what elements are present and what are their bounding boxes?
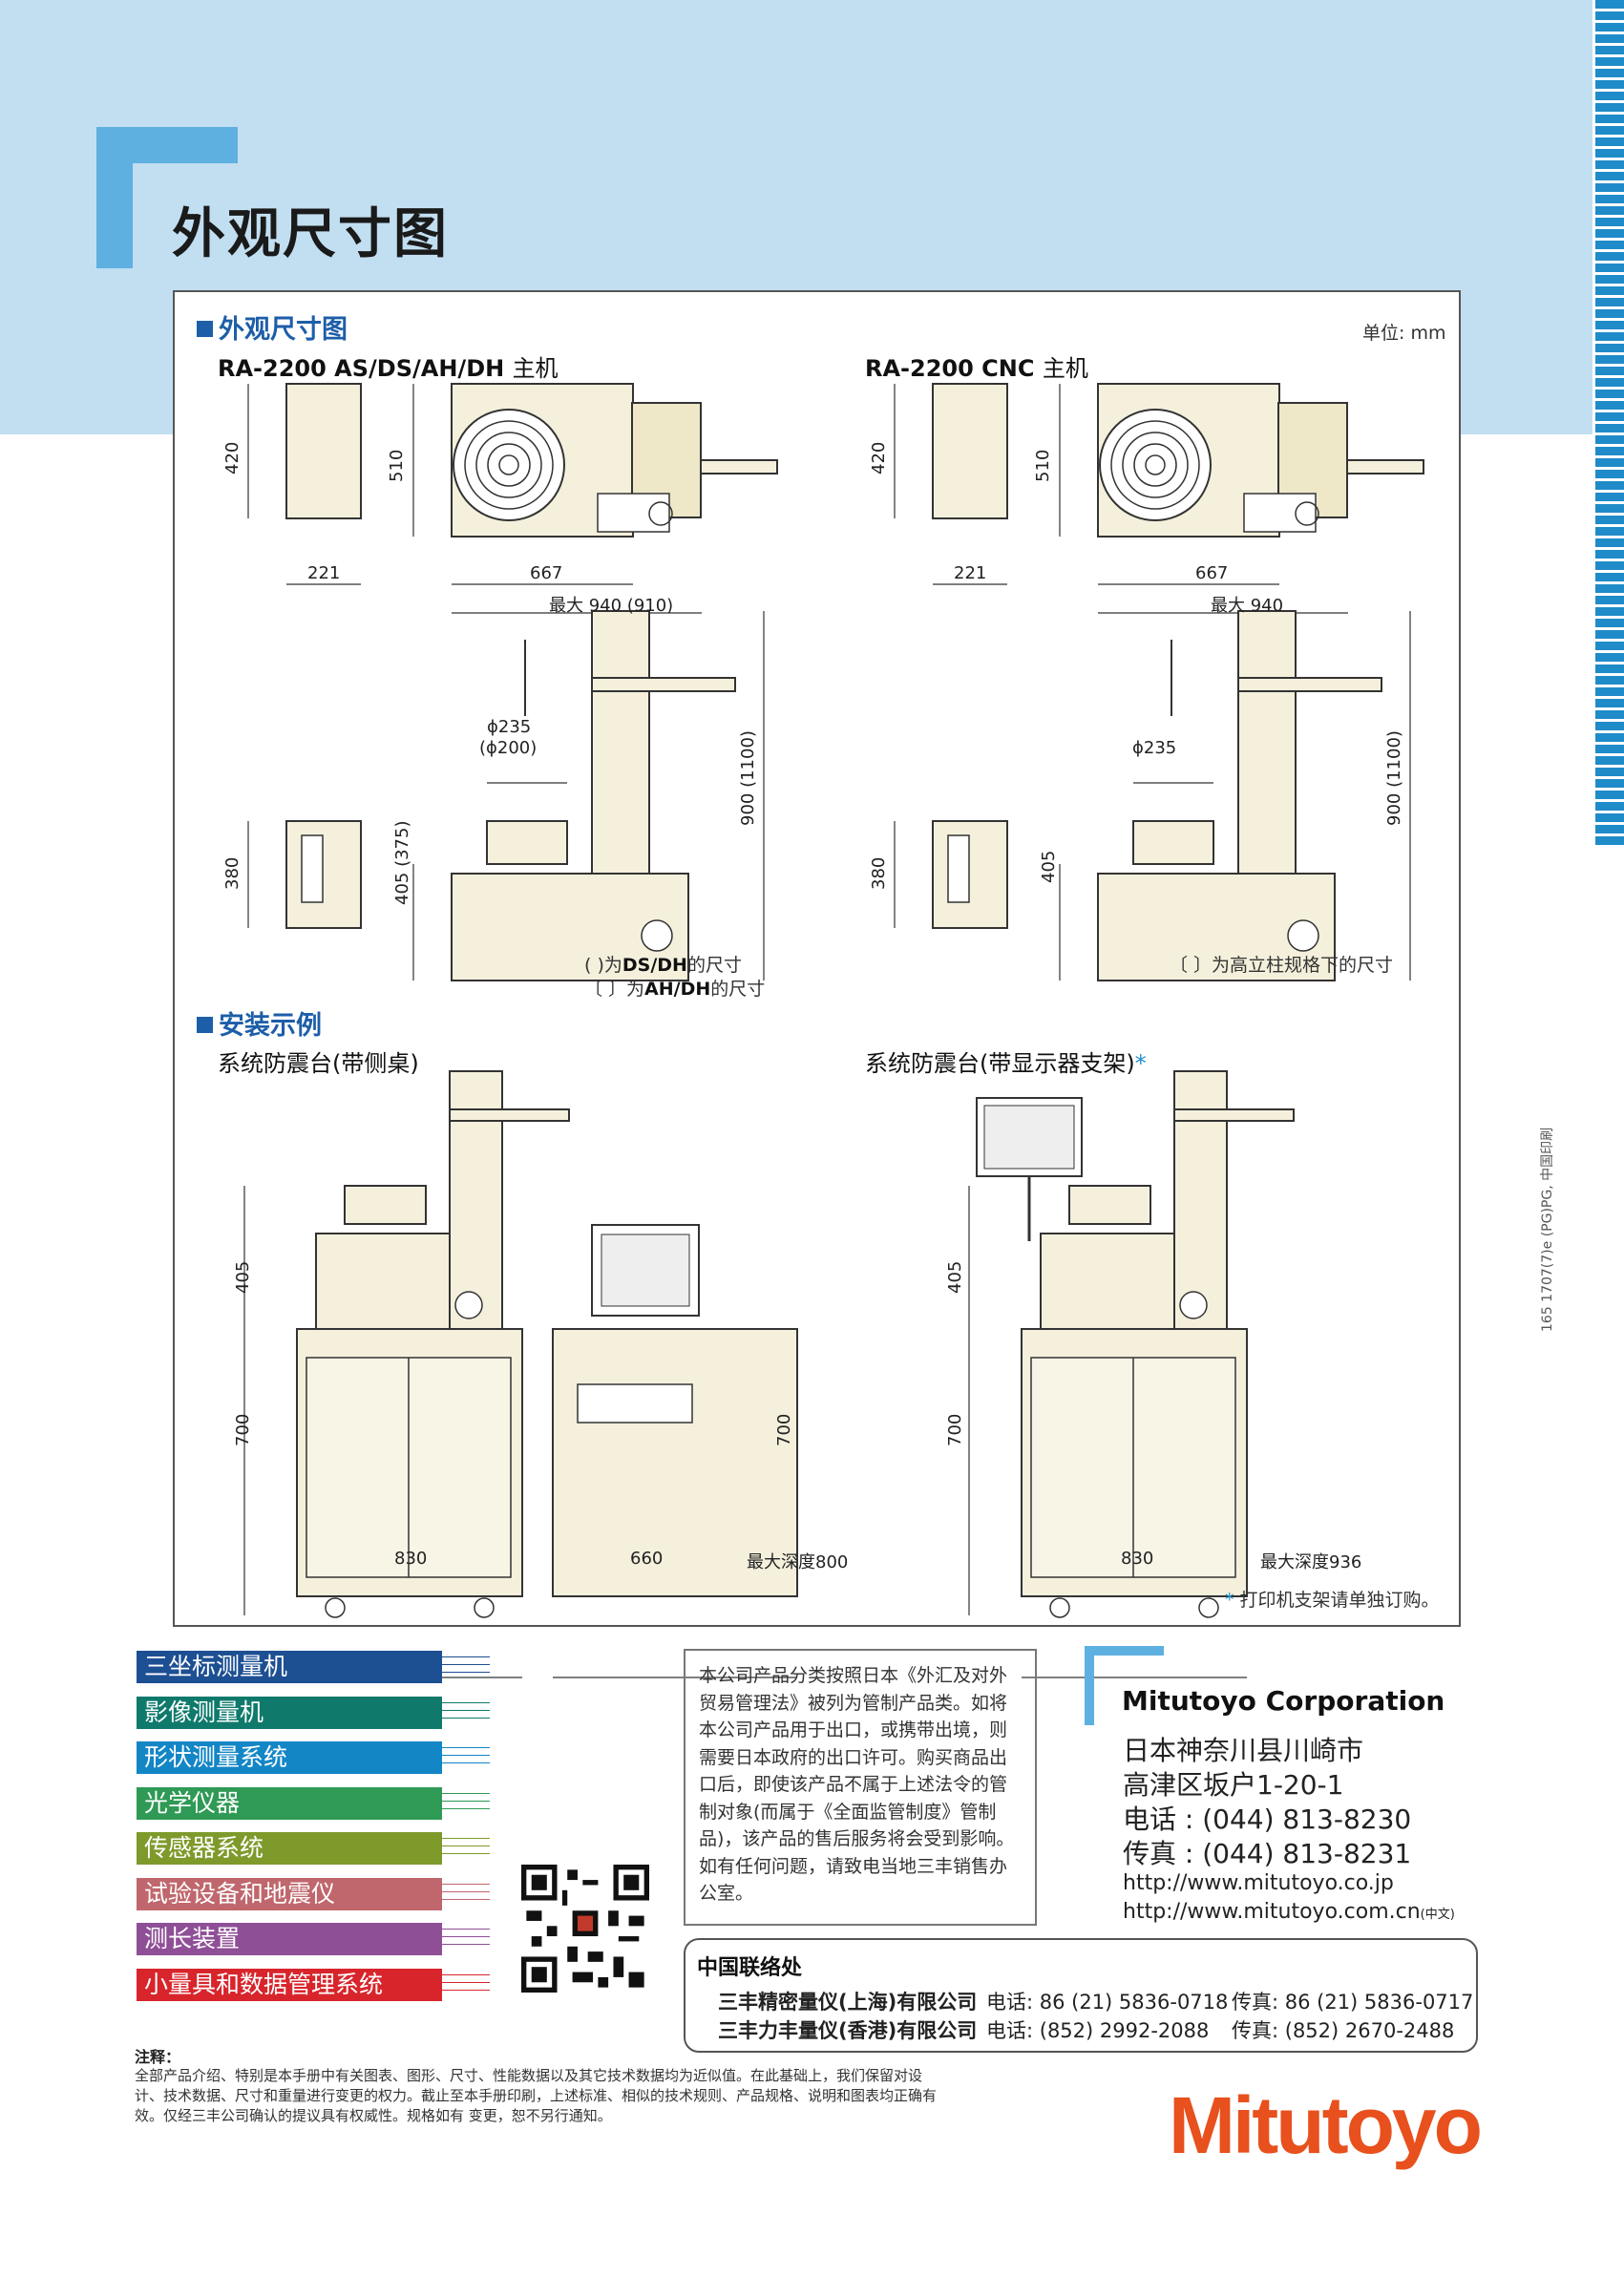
category-lines xyxy=(442,1883,490,1916)
dim-install-h2: 700 xyxy=(233,1413,253,1446)
dim-side-width: 221 xyxy=(954,563,987,583)
dim-unit-height: 380 xyxy=(869,856,889,890)
dim-install-w2: 660 xyxy=(630,1549,664,1569)
category-lines xyxy=(442,1656,490,1689)
china-fax-2: 传真: (852) 2670-2488 xyxy=(1232,2019,1455,2042)
mitutoyo-logo: Mitutoyo xyxy=(1169,2080,1483,2170)
dim-install-w1: 830 xyxy=(1121,1549,1154,1569)
unit-label: 单位: mm xyxy=(1362,323,1446,344)
footnote-title: 注释： xyxy=(135,2048,181,2066)
export-control-notice: 本公司产品分类按照日本《外汇及对外贸易管理法》被列为管制产品类。如将本公司产品用… xyxy=(684,1649,1037,1926)
category-lines xyxy=(442,1701,490,1735)
category-item[interactable]: 试验设备和地震仪 xyxy=(137,1877,442,1910)
print-code: 165 1707(7)e (PG)PG, 中国印刷 xyxy=(1540,1127,1555,1332)
footnote-text: 全部产品介绍、特别是本手册中有关图表、图形、尺寸、性能数据以及其它技术数据均为近… xyxy=(135,2067,938,2124)
china-fax-1: 传真: 86 (21) 5836-0717 xyxy=(1232,1991,1474,2014)
category-item[interactable]: 光学仪器 xyxy=(137,1786,442,1820)
dim-front-width: 667 xyxy=(1195,563,1229,583)
page-title: 外观尺寸图 xyxy=(172,203,449,265)
dim-max-width: 最大 940 xyxy=(1211,596,1284,616)
china-company-2: 三丰力丰量仪(香港)有限公司 xyxy=(718,2019,978,2042)
section-heading-dimensions: 外观尺寸图 xyxy=(197,308,348,346)
china-contact-box xyxy=(684,1938,1478,2053)
china-company-1: 三丰精密量仪(上海)有限公司 xyxy=(718,1991,978,2014)
model-title-right: RA-2200 CNC 主机 xyxy=(865,355,1088,382)
note-ah-dh: 〔 〕为AH/DH的尺寸 xyxy=(584,979,766,1000)
category-item[interactable]: 小量具和数据管理系统 xyxy=(137,1968,442,2001)
category-item[interactable]: 三坐标测量机 xyxy=(137,1651,442,1683)
category-lines xyxy=(442,1792,490,1825)
dim-side-height: 420 xyxy=(869,441,889,475)
corp-bracket xyxy=(1085,1646,1094,1725)
category-item[interactable]: 形状测量系统 xyxy=(137,1741,442,1774)
corp-bracket xyxy=(1085,1646,1164,1656)
install-title-right: 系统防震台(带显示器支架)* xyxy=(865,1050,1147,1077)
dim-diameter-2: (ϕ200) xyxy=(479,738,538,758)
dim-install-h1: 405 xyxy=(233,1260,253,1294)
corp-fax: 传真 : (044) 813-8231 xyxy=(1123,1838,1412,1869)
corp-web-jp[interactable]: http://www.mitutoyo.co.jp xyxy=(1123,1871,1394,1895)
note-high-column: 〔 〕为高立柱规格下的尺寸 xyxy=(1170,955,1394,976)
dim-column-height: 900 (1100) xyxy=(1384,730,1404,826)
corp-name: Mitutoyo Corporation xyxy=(1122,1685,1445,1717)
corp-tel: 电话 : (044) 813-8230 xyxy=(1123,1803,1412,1835)
dim-front-width: 667 xyxy=(530,563,563,583)
side-index-strip xyxy=(1595,0,1624,846)
install-title-left: 系统防震台(带侧桌) xyxy=(218,1050,419,1077)
dim-install-h3: 700 xyxy=(774,1413,794,1446)
printer-stand-note: * 打印机支架请单独订购。 xyxy=(1225,1590,1440,1611)
dim-front-height: 510 xyxy=(1033,449,1053,482)
dim-front-height: 510 xyxy=(387,449,407,482)
category-lines xyxy=(442,1838,490,1870)
dim-column-height: 900 (1100) xyxy=(738,730,758,826)
dim-install-h2: 700 xyxy=(945,1413,965,1446)
dim-install-w1: 830 xyxy=(394,1549,428,1569)
category-lines xyxy=(442,1929,490,1961)
category-item[interactable]: 影像测量机 xyxy=(137,1696,442,1729)
dim-diameter-1: ϕ235 xyxy=(1132,738,1177,758)
category-lines xyxy=(442,1973,490,2007)
square-bullet-icon xyxy=(197,321,213,337)
corp-address-1: 日本神奈川县川崎市 xyxy=(1123,1735,1364,1766)
dim-table-height: 405 (375) xyxy=(392,820,412,905)
dim-diameter-1: ϕ235 xyxy=(487,717,532,737)
china-contact-title: 中国联络处 xyxy=(697,1956,803,1980)
dim-unit-height: 380 xyxy=(222,856,243,890)
dim-max-width: 最大 940 (910) xyxy=(549,596,674,616)
dim-side-height: 420 xyxy=(222,441,243,475)
title-bracket xyxy=(96,127,133,268)
square-bullet-icon xyxy=(197,1017,213,1033)
china-tel-1: 电话: 86 (21) 5836-0718 xyxy=(986,1991,1229,2014)
corp-address-2: 高津区坂户1-20-1 xyxy=(1123,1769,1344,1801)
dim-install-depth: 最大深度800 xyxy=(747,1552,849,1572)
note-ds-dh: ( )为DS/DH的尺寸 xyxy=(584,955,742,976)
category-lines xyxy=(442,1747,490,1780)
dim-side-width: 221 xyxy=(307,563,341,583)
section-heading-install: 安装示例 xyxy=(197,1004,322,1042)
dim-install-depth: 最大深度936 xyxy=(1260,1552,1362,1572)
dim-table-height: 405 xyxy=(1039,850,1059,883)
corp-web-cn[interactable]: http://www.mitutoyo.com.cn(中文) xyxy=(1123,1900,1455,1924)
category-item[interactable]: 测长装置 xyxy=(137,1923,442,1955)
dim-install-h1: 405 xyxy=(945,1260,965,1294)
china-tel-2: 电话: (852) 2992-2088 xyxy=(986,2019,1210,2042)
category-item[interactable]: 传感器系统 xyxy=(137,1832,442,1865)
qr-code-icon xyxy=(521,1865,649,1993)
model-title-left: RA-2200 AS/DS/AH/DH 主机 xyxy=(218,355,559,382)
